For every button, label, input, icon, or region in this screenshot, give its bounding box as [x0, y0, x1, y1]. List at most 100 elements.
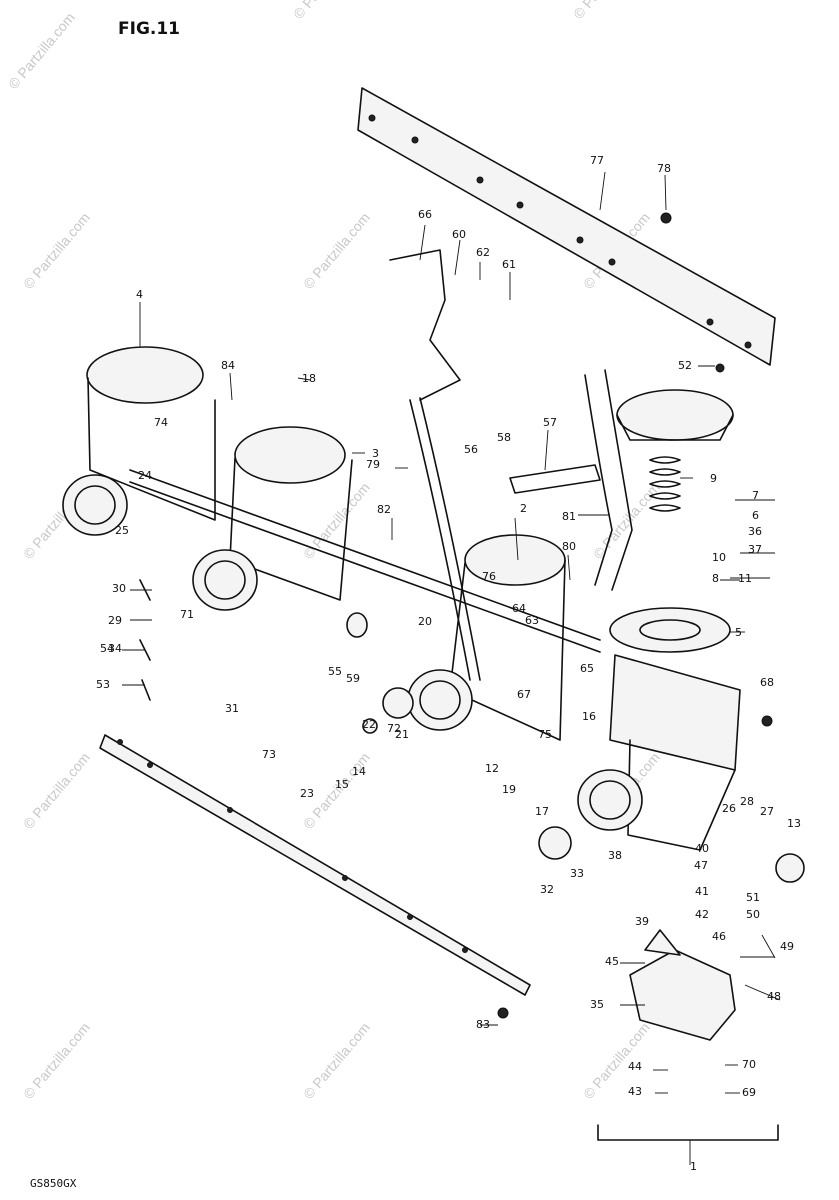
model-code: GS850GX	[30, 1177, 77, 1190]
callout-15: 15	[335, 778, 349, 791]
callout-26: 26	[722, 802, 736, 815]
watermark-text: © Partzilla.com	[580, 1019, 653, 1102]
watermark-text: © Partzilla.com	[5, 9, 78, 92]
callout-38: 38	[608, 849, 622, 862]
callout-10: 10	[712, 551, 726, 564]
callout-80: 80	[562, 540, 576, 553]
watermark-text: © Partzilla.com	[570, 0, 643, 22]
callout-25: 25	[115, 524, 129, 537]
callout-31: 31	[225, 702, 239, 715]
callout-62: 62	[476, 246, 490, 259]
callout-32: 32	[540, 883, 554, 896]
callout-52: 52	[678, 359, 692, 372]
callout-2: 2	[520, 502, 527, 515]
callout-83: 83	[476, 1018, 490, 1031]
callout-24: 24	[138, 469, 152, 482]
callout-57: 57	[543, 416, 557, 429]
callout-72: 72	[387, 722, 401, 735]
watermark-text: © Partzilla.com	[590, 479, 663, 562]
figure-title: FIG.11	[118, 19, 180, 39]
carburetor-4	[62, 346, 216, 536]
callout-55: 55	[328, 665, 342, 678]
callout-43: 43	[628, 1085, 642, 1098]
callout-9: 9	[710, 472, 717, 485]
callout-59: 59	[346, 672, 360, 685]
callout-54: 54	[100, 642, 114, 655]
callout-7: 7	[752, 489, 759, 502]
callout-81: 81	[562, 510, 576, 523]
callout-20: 20	[418, 615, 432, 628]
callout-50: 50	[746, 908, 760, 921]
watermark-text: © Partzilla.com	[300, 479, 373, 562]
callout-74: 74	[154, 416, 168, 429]
callout-77: 77	[590, 154, 604, 167]
callout-3: 3	[372, 447, 379, 460]
callout-37: 37	[748, 543, 762, 556]
callout-66: 66	[418, 208, 432, 221]
callout-84: 84	[221, 359, 235, 372]
callout-63: 63	[525, 614, 539, 627]
callout-47: 47	[694, 859, 708, 872]
watermark-text: © Partzilla.com	[300, 1019, 373, 1102]
callout-56: 56	[464, 443, 478, 456]
bottom-rail	[99, 734, 531, 996]
callout-28: 28	[740, 795, 754, 808]
callout-73: 73	[262, 748, 276, 761]
callout-23: 23	[300, 787, 314, 800]
callout-5: 5	[735, 626, 742, 639]
callout-79: 79	[366, 458, 380, 471]
callout-65: 65	[580, 662, 594, 675]
callout-4: 4	[136, 288, 143, 301]
callout-33: 33	[570, 867, 584, 880]
callout-17: 17	[535, 805, 549, 818]
callout-36: 36	[748, 525, 762, 538]
watermark-text: © Partzilla.com	[20, 749, 93, 832]
callout-21: 21	[395, 728, 409, 741]
callout-49: 49	[780, 940, 794, 953]
watermark-text: © Partzilla.com	[20, 1019, 93, 1102]
callout-61: 61	[502, 258, 516, 271]
callout-44: 44	[628, 1060, 642, 1073]
callout-69: 69	[742, 1086, 756, 1099]
callout-16: 16	[582, 710, 596, 723]
callout-40: 40	[695, 842, 709, 855]
exploded-view-drawing	[62, 87, 805, 1165]
callout-45: 45	[605, 955, 619, 968]
callout-34: 34	[108, 642, 122, 655]
callout-18: 18	[302, 372, 316, 385]
callout-30: 30	[112, 582, 126, 595]
callout-27: 27	[760, 805, 774, 818]
callout-78: 78	[657, 162, 671, 175]
callout-68: 68	[760, 676, 774, 689]
callout-48: 48	[767, 990, 781, 1003]
leader-lines	[122, 171, 781, 1094]
callout-19: 19	[502, 783, 516, 796]
callout-82: 82	[377, 503, 391, 516]
callout-71: 71	[180, 608, 194, 621]
callout-13: 13	[787, 817, 801, 830]
callout-39: 39	[635, 915, 649, 928]
top-rail	[357, 87, 776, 366]
callout-76: 76	[482, 570, 496, 583]
callout-42: 42	[695, 908, 709, 921]
callout-46: 46	[712, 930, 726, 943]
callout-64: 64	[512, 602, 526, 615]
callout-29: 29	[108, 614, 122, 627]
callout-8: 8	[712, 572, 719, 585]
callout-11: 11	[738, 572, 752, 585]
callout-1: 1	[690, 1160, 697, 1173]
callout-67: 67	[517, 688, 531, 701]
callout-6: 6	[752, 509, 759, 522]
watermark-text: © Partzilla.com	[290, 0, 363, 22]
callout-12: 12	[485, 762, 499, 775]
callout-labels: 1234567891011121314151617181920212223242…	[96, 154, 801, 1173]
watermark-text: © Partzilla.com	[20, 209, 93, 292]
callout-22: 22	[362, 718, 376, 731]
callout-53: 53	[96, 678, 110, 691]
callout-70: 70	[742, 1058, 756, 1071]
callout-58: 58	[497, 431, 511, 444]
carburetor-3	[192, 426, 353, 611]
callout-51: 51	[746, 891, 760, 904]
callout-60: 60	[452, 228, 466, 241]
